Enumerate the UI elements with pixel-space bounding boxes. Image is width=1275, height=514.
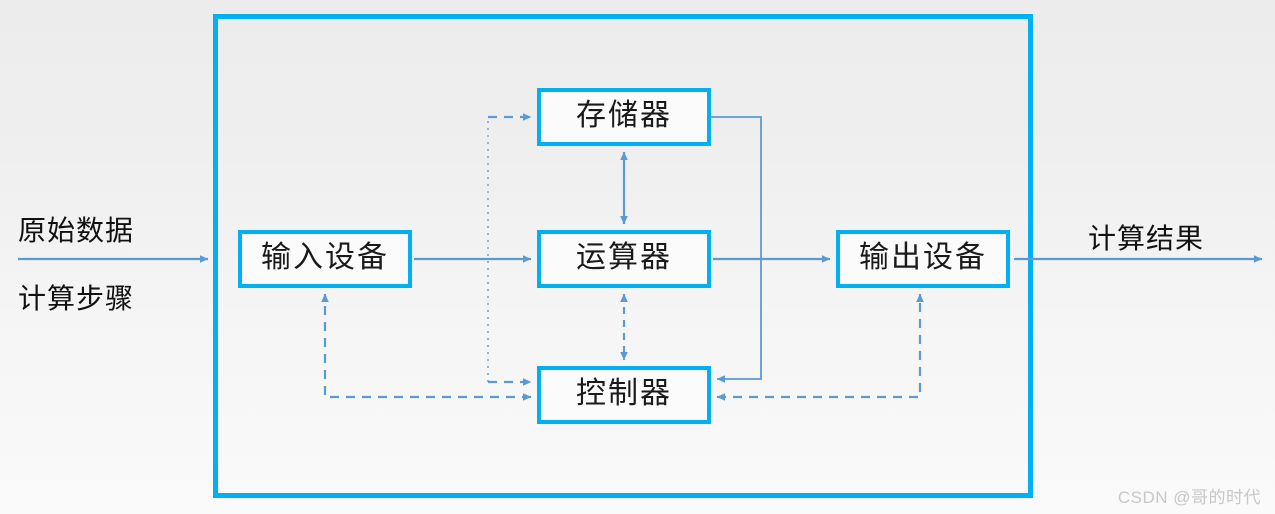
edge-controller-to-input	[321, 293, 532, 401]
node-alu-box[interactable]	[537, 230, 711, 288]
node-alu[interactable]: 运算器	[537, 230, 711, 288]
edge-controller-to-output	[716, 293, 924, 401]
node-output-device[interactable]: 输出设备	[836, 230, 1010, 288]
node-input-device[interactable]: 输入设备	[238, 230, 412, 288]
node-input-device-box[interactable]	[238, 230, 412, 288]
edge-storage-to-controller	[711, 116, 762, 383]
label-calculation-result: 计算结果	[1088, 223, 1204, 255]
node-output-device-label: 输出设备	[859, 241, 987, 274]
node-controller-label: 控制器	[576, 377, 672, 410]
node-storage[interactable]: 存储器	[537, 88, 711, 146]
node-output-device-box[interactable]	[836, 230, 1010, 288]
label-calculation-steps: 计算步骤	[18, 283, 134, 315]
node-storage-box[interactable]	[537, 88, 711, 146]
node-controller[interactable]: 控制器	[537, 366, 711, 424]
node-alu-label: 运算器	[576, 241, 672, 274]
label-raw-data: 原始数据	[18, 215, 134, 247]
node-input-device-label: 输入设备	[261, 241, 389, 274]
computer-host-container	[213, 14, 1033, 498]
csdn-watermark: CSDN @哥的时代	[1117, 488, 1261, 507]
node-controller-box[interactable]	[537, 366, 711, 424]
node-storage-label: 存储器	[576, 99, 672, 132]
